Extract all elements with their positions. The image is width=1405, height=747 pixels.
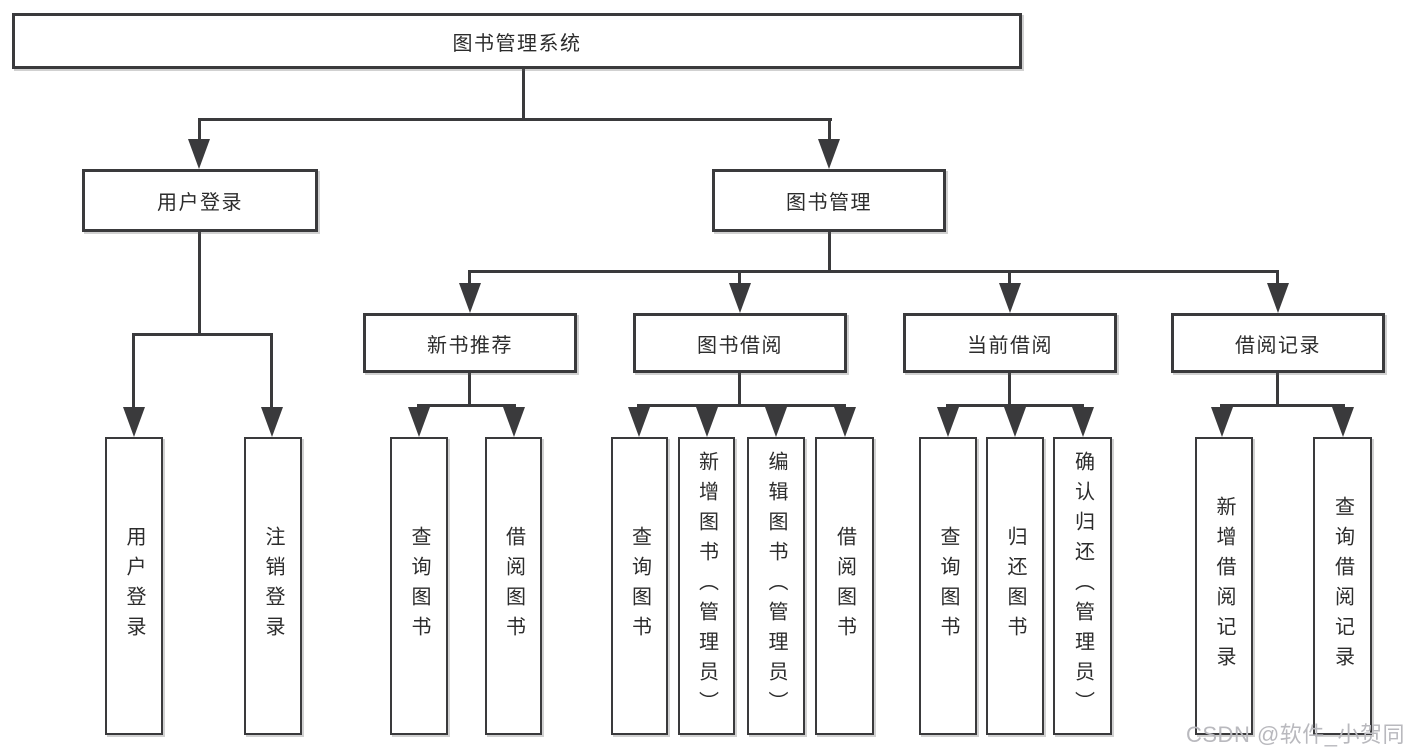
leaf-borrow-add-admin-label: 新增图书（管理员）: [695, 451, 718, 721]
connector-line: [828, 121, 831, 139]
leaf-user-login-label: 用户登录: [123, 526, 145, 646]
connector-line: [198, 232, 201, 333]
csdn-watermark: CSDN @软件_小贺同学: [1186, 722, 1405, 747]
node-book-management: 图书管理: [712, 169, 946, 232]
connector-line: [738, 373, 741, 404]
node-user-login-label: 用户登录: [157, 192, 243, 214]
connector-line: [1220, 404, 1345, 407]
connector-line: [270, 336, 273, 407]
connector-line: [738, 273, 741, 283]
connector-line: [198, 121, 201, 139]
node-book-borrow: 图书借阅: [633, 313, 847, 373]
connector-line: [522, 69, 525, 118]
arrow-down-icon: [503, 407, 525, 437]
leaf-logout-label: 注销登录: [262, 526, 284, 646]
leaf-borrow-query: 查询图书: [611, 437, 668, 735]
leaf-record-add: 新增借阅记录: [1195, 437, 1253, 735]
node-new-book-recommend-label: 新书推荐: [427, 334, 513, 357]
arrow-down-icon: [123, 407, 145, 437]
node-borrow-record: 借阅记录: [1171, 313, 1385, 373]
connector-line: [1276, 273, 1279, 283]
leaf-current-return: 归还图书: [986, 437, 1044, 735]
leaf-user-login: 用户登录: [105, 437, 163, 735]
arrow-down-icon: [765, 407, 787, 437]
connector-line: [198, 118, 832, 121]
arrow-down-icon: [261, 407, 283, 437]
connector-line: [468, 270, 1279, 273]
connector-line: [132, 336, 135, 407]
leaf-record-add-label: 新增借阅记录: [1213, 496, 1235, 676]
connector-line: [132, 333, 273, 336]
arrow-down-icon: [459, 283, 481, 313]
leaf-current-query-label: 查询图书: [937, 526, 959, 646]
connector-line: [828, 232, 831, 270]
leaf-record-query-label: 查询借阅记录: [1331, 496, 1354, 676]
leaf-record-query: 查询借阅记录: [1313, 437, 1372, 735]
arrow-down-icon: [408, 407, 430, 437]
node-new-book-recommend: 新书推荐: [363, 313, 577, 373]
arrow-down-icon: [1211, 407, 1233, 437]
leaf-borrow-borrow: 借阅图书: [815, 437, 874, 735]
leaf-current-query: 查询图书: [919, 437, 977, 735]
arrow-down-icon: [818, 139, 840, 169]
connector-line: [417, 404, 516, 407]
arrow-down-icon: [1332, 407, 1354, 437]
leaf-borrow-edit-admin-label: 编辑图书（管理员）: [765, 451, 787, 721]
connector-line: [1276, 373, 1279, 404]
node-root-label: 图书管理系统: [452, 32, 582, 55]
connector-line: [468, 373, 471, 404]
leaf-newbook-borrow-label: 借阅图书: [502, 526, 525, 646]
leaf-borrow-borrow-label: 借阅图书: [833, 526, 856, 646]
leaf-current-confirm-admin-label: 确认归还（管理员）: [1071, 451, 1094, 721]
leaf-current-return-label: 归还图书: [1004, 526, 1026, 646]
leaf-borrow-edit-admin: 编辑图书（管理员）: [747, 437, 805, 735]
node-current-borrow: 当前借阅: [903, 313, 1117, 373]
leaf-logout: 注销登录: [244, 437, 302, 735]
leaf-newbook-borrow: 借阅图书: [485, 437, 542, 735]
leaf-borrow-add-admin: 新增图书（管理员）: [678, 437, 735, 735]
arrow-down-icon: [188, 139, 210, 169]
connector-line: [1008, 373, 1011, 404]
leaf-current-confirm-admin: 确认归还（管理员）: [1053, 437, 1112, 735]
node-book-borrow-label: 图书借阅: [697, 334, 783, 357]
arrow-down-icon: [937, 407, 959, 437]
arrow-down-icon: [628, 407, 650, 437]
node-user-login: 用户登录: [82, 169, 318, 232]
leaf-borrow-query-label: 查询图书: [628, 526, 651, 646]
node-current-borrow-label: 当前借阅: [967, 334, 1053, 357]
arrow-down-icon: [696, 407, 718, 437]
leaf-newbook-query: 查询图书: [390, 437, 448, 735]
arrow-down-icon: [1267, 283, 1289, 313]
leaf-newbook-query-label: 查询图书: [408, 526, 430, 646]
node-book-management-label: 图书管理: [786, 192, 872, 214]
connector-line: [946, 404, 1084, 407]
arrow-down-icon: [999, 283, 1021, 313]
connector-line: [637, 404, 846, 407]
arrow-down-icon: [729, 283, 751, 313]
arrow-down-icon: [1004, 407, 1026, 437]
connector-line: [1008, 273, 1011, 283]
connector-line: [468, 273, 471, 283]
arrow-down-icon: [1072, 407, 1094, 437]
node-root: 图书管理系统: [12, 13, 1022, 69]
arrow-down-icon: [834, 407, 856, 437]
node-borrow-record-label: 借阅记录: [1235, 334, 1321, 357]
